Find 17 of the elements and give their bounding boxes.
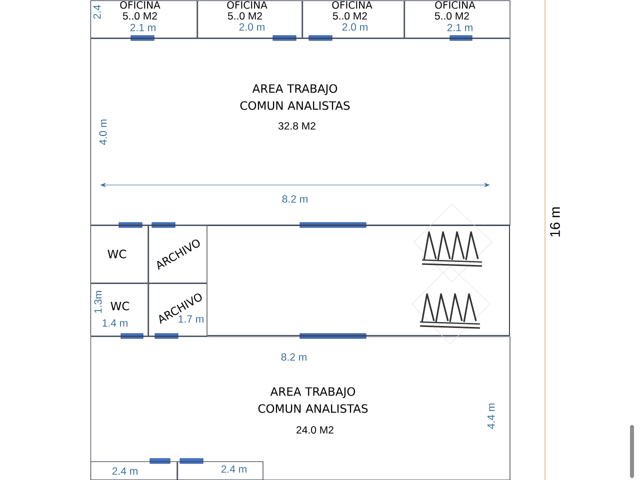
- dimension-label: 1.4 m: [102, 319, 128, 327]
- dimension-label: 2.0 m: [239, 23, 264, 31]
- dimension-label: 2.0 m: [342, 23, 368, 31]
- dimension-label: 8.2 m: [281, 353, 306, 361]
- dimension-label: 1.3m: [94, 291, 102, 313]
- dimension-label: 2.4 m: [221, 465, 246, 473]
- dimension-label: 2.1 m: [447, 24, 472, 32]
- dimension-label: 16 m: [550, 207, 560, 236]
- dimension-label: 2.4: [93, 5, 101, 19]
- dimension-label: 4.0 m: [99, 120, 107, 145]
- room: [177, 461, 264, 480]
- dimension-label: 2.4 m: [112, 467, 138, 475]
- dimension-label: 2.1 m: [130, 24, 156, 32]
- dimension-label: 4.4 m: [487, 404, 495, 429]
- dimension-label: 8.2 m: [282, 195, 308, 203]
- room: [90, 461, 178, 480]
- room: WC: [90, 225, 148, 284]
